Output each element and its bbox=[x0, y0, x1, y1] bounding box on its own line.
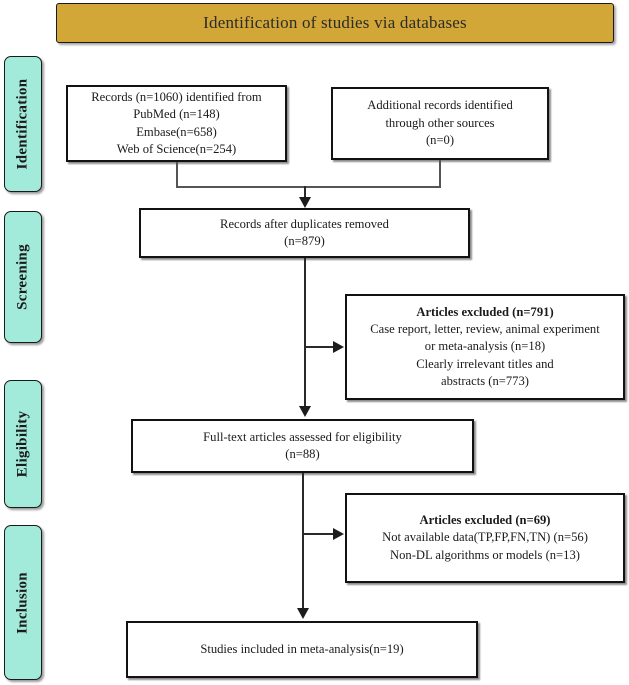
diagram-banner: Identification of studies via databases bbox=[56, 3, 614, 43]
banner-title: Identification of studies via databases bbox=[203, 13, 467, 32]
stage-label-screening: Screening bbox=[14, 244, 31, 310]
stage-chip-identification: Identification bbox=[4, 56, 42, 192]
box-after-duplicates-text: Records after duplicates removed (n=879) bbox=[220, 216, 389, 248]
box-excluded-screening-heading: Articles excluded (n=791) bbox=[416, 304, 554, 319]
box-included-final: Studies included in meta-analysis(n=19) bbox=[126, 621, 478, 678]
arrow-down-icon-to-fulltext bbox=[299, 406, 311, 417]
connector-right-down bbox=[439, 160, 441, 187]
connector-branch-eligibility-exclusions bbox=[302, 533, 334, 535]
box-excluded-eligibility: Articles excluded (n=69) Not available d… bbox=[345, 493, 625, 583]
box-excluded-eligibility-heading: Articles excluded (n=69) bbox=[419, 512, 551, 527]
connector-left-down bbox=[176, 162, 178, 187]
box-excluded-eligibility-body: Not available data(TP,FP,FN,TN) (n=56) N… bbox=[382, 530, 588, 562]
box-excluded-eligibility-text: Articles excluded (n=69) Not available d… bbox=[376, 512, 594, 564]
connector-branch-screening-exclusions bbox=[304, 346, 334, 348]
connector-merge-stem bbox=[304, 186, 306, 200]
box-excluded-screening-text: Articles excluded (n=791) Case report, l… bbox=[364, 304, 605, 391]
arrow-right-icon-to-excluded-eligibility bbox=[333, 528, 344, 540]
box-other-sources-text: Additional records identified through ot… bbox=[367, 98, 513, 148]
stage-label-inclusion: Inclusion bbox=[14, 571, 31, 634]
arrow-down-icon-to-duplicates bbox=[299, 197, 311, 208]
box-excluded-screening-body: Case report, letter, review, animal expe… bbox=[370, 321, 600, 389]
connector-merge-horizontal bbox=[176, 186, 441, 188]
connector-spine-inclusion bbox=[302, 473, 304, 610]
box-database-records: Records (n=1060) identified from PubMed … bbox=[66, 85, 287, 162]
arrow-right-icon-to-excluded-screening bbox=[333, 341, 344, 353]
stage-label-identification: Identification bbox=[14, 78, 31, 170]
arrow-down-icon-to-included bbox=[297, 608, 309, 619]
box-excluded-screening: Articles excluded (n=791) Case report, l… bbox=[345, 294, 625, 400]
box-fulltext-assessed-text: Full-text articles assessed for eligibil… bbox=[203, 429, 402, 461]
stage-chip-screening: Screening bbox=[4, 211, 42, 343]
stage-label-eligibility: Eligibility bbox=[14, 410, 31, 478]
box-after-duplicates: Records after duplicates removed (n=879) bbox=[139, 208, 470, 258]
box-database-records-text: Records (n=1060) identified from PubMed … bbox=[91, 89, 262, 156]
connector-spine-screening bbox=[304, 258, 306, 409]
stage-chip-eligibility: Eligibility bbox=[4, 380, 42, 508]
box-included-final-text: Studies included in meta-analysis(n=19) bbox=[200, 641, 404, 656]
box-fulltext-assessed: Full-text articles assessed for eligibil… bbox=[131, 419, 474, 473]
box-other-sources: Additional records identified through ot… bbox=[331, 87, 549, 160]
stage-chip-inclusion: Inclusion bbox=[4, 525, 42, 680]
